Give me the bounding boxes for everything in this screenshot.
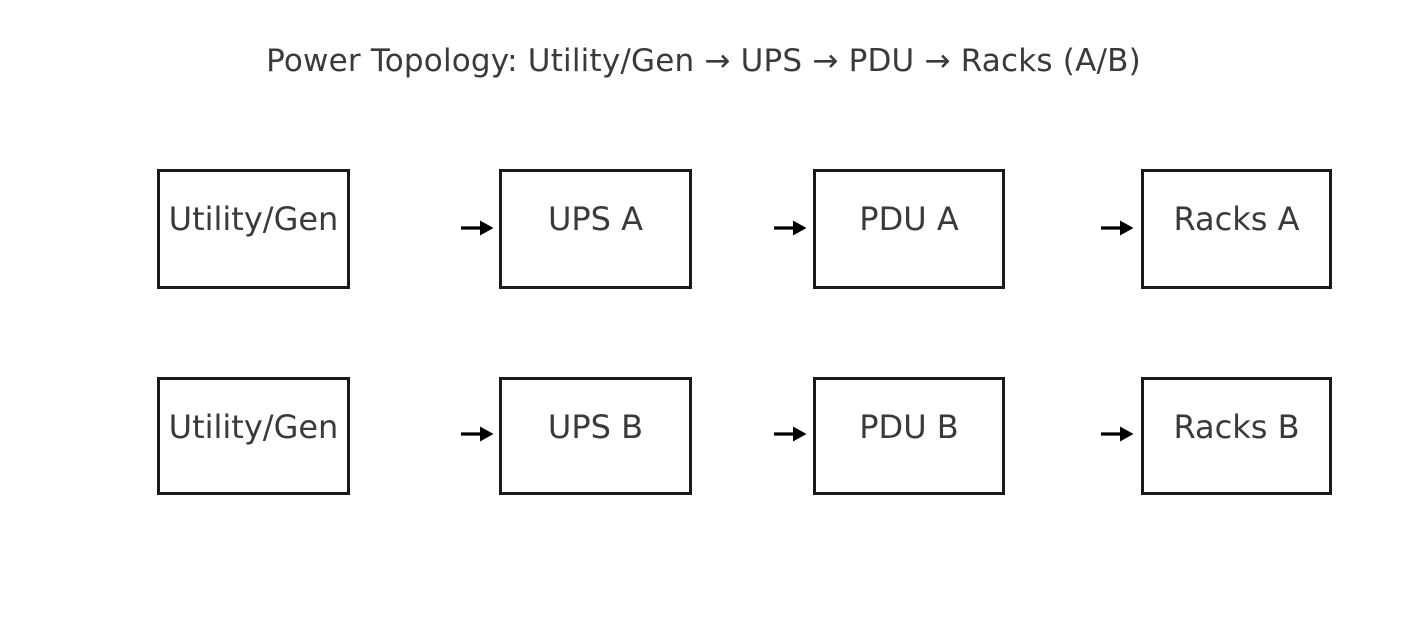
node-label: UPS A — [547, 200, 644, 238]
node-pdu-a: PDU A — [813, 169, 1005, 289]
right-arrow-icon — [774, 426, 807, 442]
node-label: UPS B — [547, 408, 644, 446]
node-racks-a: Racks A — [1141, 169, 1332, 289]
node-pdu-b: PDU B — [813, 377, 1005, 495]
node-label: PDU B — [859, 408, 959, 446]
diagram-title: Power Topology: Utility/Gen → UPS → PDU … — [266, 43, 1141, 79]
node-utility-gen-b: Utility/Gen — [157, 377, 350, 495]
node-label: Racks A — [1173, 200, 1300, 238]
node-ups-b: UPS B — [499, 377, 692, 495]
node-label: Utility/Gen — [168, 200, 339, 238]
right-arrow-icon — [774, 220, 807, 236]
node-utility-gen-a: Utility/Gen — [157, 169, 350, 289]
right-arrow-icon — [1101, 220, 1134, 236]
node-ups-a: UPS A — [499, 169, 692, 289]
right-arrow-icon — [1101, 426, 1134, 442]
right-arrow-icon — [461, 426, 494, 442]
right-arrow-icon — [461, 220, 494, 236]
node-label: Utility/Gen — [168, 408, 339, 446]
node-racks-b: Racks B — [1141, 377, 1332, 495]
node-label: PDU A — [859, 200, 959, 238]
node-label: Racks B — [1173, 408, 1300, 446]
